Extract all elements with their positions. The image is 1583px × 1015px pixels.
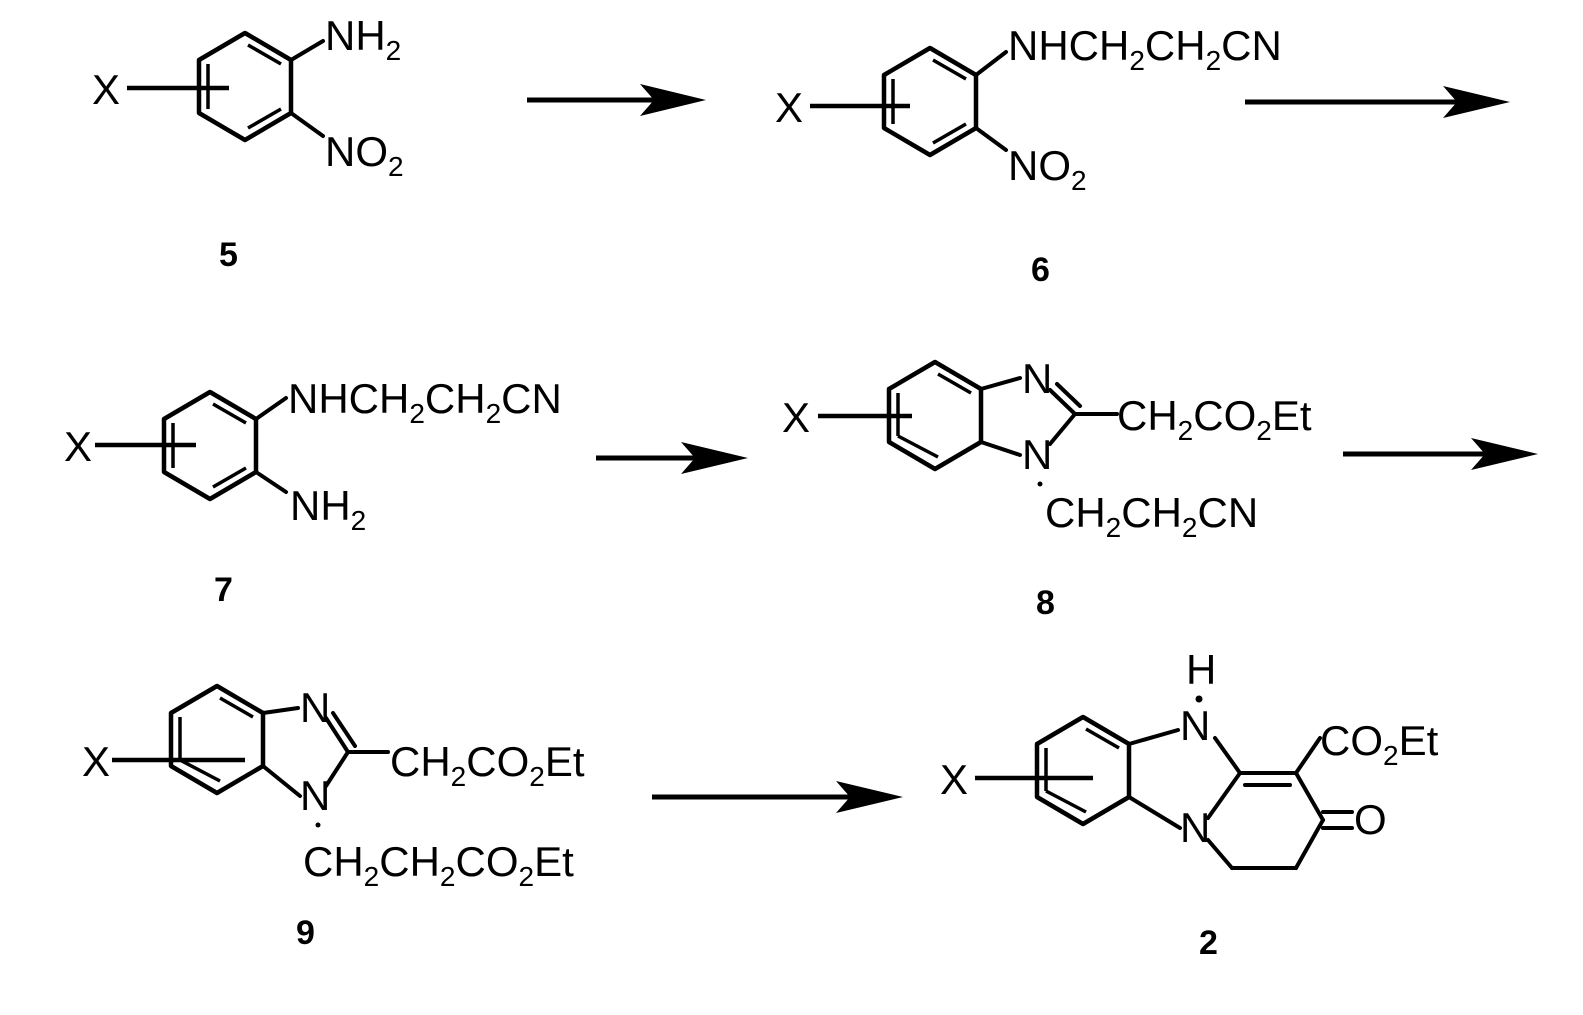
compound-number: 6 bbox=[1031, 251, 1050, 289]
ester-chain-label: CH2CO2Et bbox=[390, 738, 585, 792]
compound-5: X NH2 NO2 5 bbox=[92, 12, 404, 274]
nitro-label: NO2 bbox=[1008, 142, 1087, 196]
x-label: X bbox=[782, 394, 810, 441]
n3-label: N bbox=[300, 684, 330, 731]
ring-n-label: N bbox=[1180, 804, 1210, 851]
oxo-label: O bbox=[1354, 796, 1387, 843]
compound-2: X H N N CO2Et O 2 bbox=[940, 646, 1439, 962]
cyanoethyl-label: CH2CH2CN bbox=[1045, 489, 1258, 543]
benzene-ring bbox=[1037, 717, 1129, 824]
amine-bond bbox=[976, 52, 1006, 75]
compound-number: 7 bbox=[214, 571, 233, 609]
reaction-arrow bbox=[652, 781, 903, 813]
propanoate-label: CH2CH2CO2Et bbox=[303, 838, 574, 892]
compound-9: X N N CH2CO2Et CH2CH2CO2Et 9 bbox=[82, 684, 585, 952]
reaction-arrow bbox=[527, 84, 706, 116]
benzene-ring bbox=[171, 686, 263, 793]
ester-label: CO2Et bbox=[1320, 717, 1439, 771]
nitro-bond bbox=[976, 128, 1006, 150]
compound-8: X N N CH2CO2Et CH2CH2CN 8 bbox=[782, 355, 1312, 622]
nitro-bond bbox=[291, 113, 323, 136]
amine-bond bbox=[256, 472, 286, 492]
x-label: X bbox=[775, 84, 803, 131]
reaction-arrow bbox=[1245, 86, 1510, 118]
ester-bond bbox=[1296, 738, 1320, 773]
compound-number: 5 bbox=[219, 236, 238, 274]
x-label: X bbox=[940, 756, 968, 803]
compound-number: 8 bbox=[1036, 584, 1055, 622]
compound-number: 9 bbox=[296, 914, 315, 952]
compound-7: X NHCH2CH2CN NH2 7 bbox=[64, 375, 562, 609]
amine-bond bbox=[256, 398, 286, 419]
amine-bond bbox=[291, 41, 323, 60]
ester-chain-label: CH2CO2Et bbox=[1117, 392, 1312, 446]
cyanoethylamine-label: NHCH2CH2CN bbox=[288, 375, 562, 429]
cyanoethylamine-label: NHCH2CH2CN bbox=[1008, 22, 1282, 76]
compound-number: 2 bbox=[1199, 924, 1218, 962]
n3-label: N bbox=[1022, 355, 1052, 402]
compound-6: X NHCH2CH2CN NO2 6 bbox=[775, 22, 1282, 289]
x-label: X bbox=[64, 423, 92, 470]
reaction-arrow bbox=[1343, 438, 1538, 470]
nh-n-label: N bbox=[1180, 702, 1210, 749]
nh-h-label: H bbox=[1186, 646, 1216, 693]
n1-label: N bbox=[1022, 431, 1052, 478]
benzene-ring bbox=[884, 48, 976, 155]
n1-label: N bbox=[300, 772, 330, 819]
reaction-arrow bbox=[596, 442, 748, 474]
amine-label: NH2 bbox=[290, 482, 366, 536]
amine-label: NH2 bbox=[325, 12, 401, 66]
x-label: X bbox=[82, 738, 110, 785]
x-label: X bbox=[92, 66, 120, 113]
nitro-label: NO2 bbox=[325, 128, 404, 182]
